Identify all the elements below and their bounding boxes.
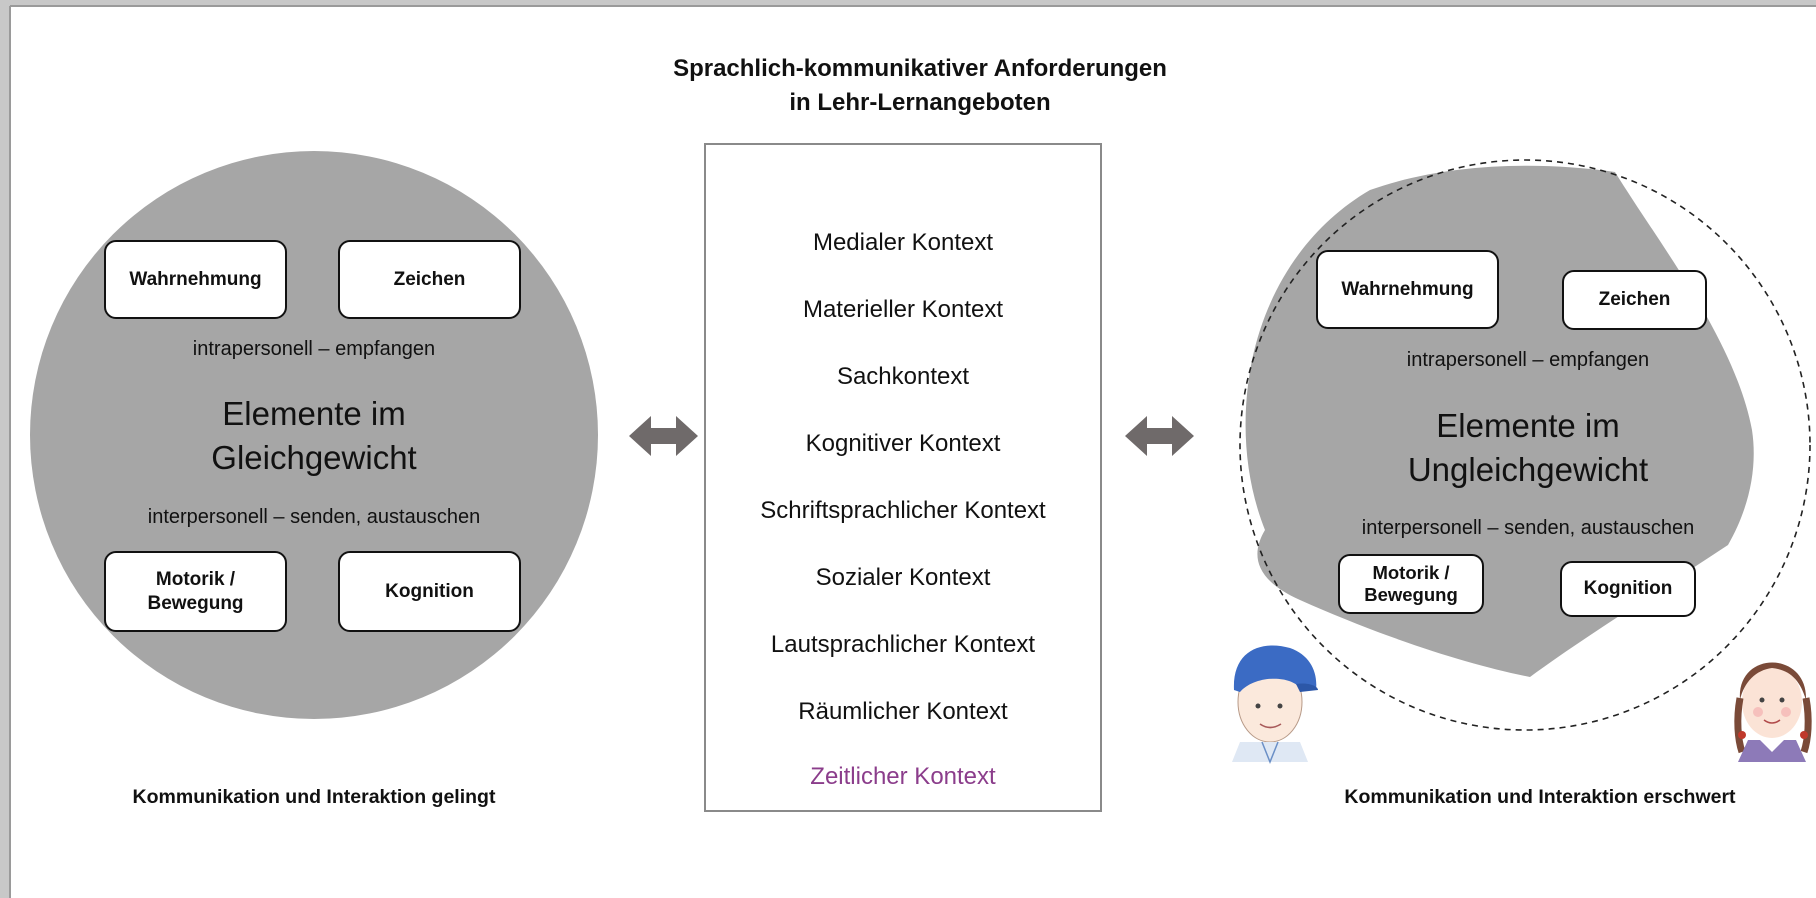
left-center-line-2: Gleichgewicht — [211, 439, 417, 476]
box-motorik-left-line-2: Bewegung — [147, 592, 244, 614]
box-zeichen-left: Zeichen — [338, 240, 521, 319]
box-motorik-right-line-2: Bewegung — [1364, 584, 1458, 605]
title-line-2: in Lehr-Lernangeboten — [789, 89, 1051, 116]
context-item-schriftsprachlich: Schriftsprachlicher Kontext — [760, 497, 1046, 524]
box-motorik-right: Motorik / Bewegung — [1338, 554, 1484, 614]
context-item-sach: Sachkontext — [836, 363, 970, 390]
box-wahrnehmung-left: Wahrnehmung — [104, 240, 287, 319]
box-wahrnehmung-right: Wahrnehmung — [1316, 250, 1499, 329]
double-arrow-right-icon — [1125, 416, 1194, 456]
box-motorik-left-line-1: Motorik / — [155, 568, 236, 590]
title-line-1: Sprachlich-kommunikativer Anforderungen — [673, 55, 1167, 82]
left-upper-caption: intrapersonell – empfangen — [192, 338, 436, 360]
double-arrow-left-icon — [629, 416, 698, 456]
box-motorik-right-line-1: Motorik / — [1372, 562, 1450, 583]
left-center-line-1: Elemente im — [222, 395, 406, 432]
right-center-line-2: Ungleichgewicht — [1407, 451, 1649, 488]
left-center-label: Elemente im Gleichgewicht — [114, 392, 514, 480]
context-list-panel: Medialer Kontext Materieller Kontext Sac… — [704, 143, 1102, 812]
dashed-circle — [1239, 159, 1811, 731]
girl-illustration-icon — [1730, 640, 1816, 762]
context-item-raeumlich: Räumlicher Kontext — [798, 698, 1008, 725]
context-item-sozial: Sozialer Kontext — [815, 564, 991, 591]
diagram-title: Sprachlich-kommunikativer Anforderungen … — [520, 52, 1320, 120]
right-upper-caption: intrapersonell – empfangen — [1406, 349, 1650, 371]
context-item-materiell: Materieller Kontext — [802, 296, 1004, 323]
box-motorik-left: Motorik / Bewegung — [104, 551, 287, 632]
right-lower-caption: interpersonell – senden, austauschen — [1361, 517, 1695, 539]
boy-illustration-icon — [1225, 640, 1319, 765]
context-item-lautsprachlich: Lautsprachlicher Kontext — [770, 631, 1036, 658]
context-item-zeitlich: Zeitlicher Kontext — [810, 763, 996, 790]
left-footer: Kommunikation und Interaktion gelingt — [132, 786, 496, 808]
box-kognition-left: Kognition — [338, 551, 521, 632]
box-kognition-right: Kognition — [1560, 561, 1696, 617]
right-center-line-1: Elemente im — [1436, 407, 1620, 444]
left-lower-caption: interpersonell – senden, austauschen — [147, 506, 481, 528]
context-item-kognitiv: Kognitiver Kontext — [805, 430, 1001, 457]
right-footer: Kommunikation und Interaktion erschwert — [1344, 786, 1736, 808]
box-zeichen-right: Zeichen — [1562, 270, 1707, 330]
context-item-medial: Medialer Kontext — [812, 229, 994, 256]
right-center-label: Elemente im Ungleichgewicht — [1328, 404, 1728, 492]
